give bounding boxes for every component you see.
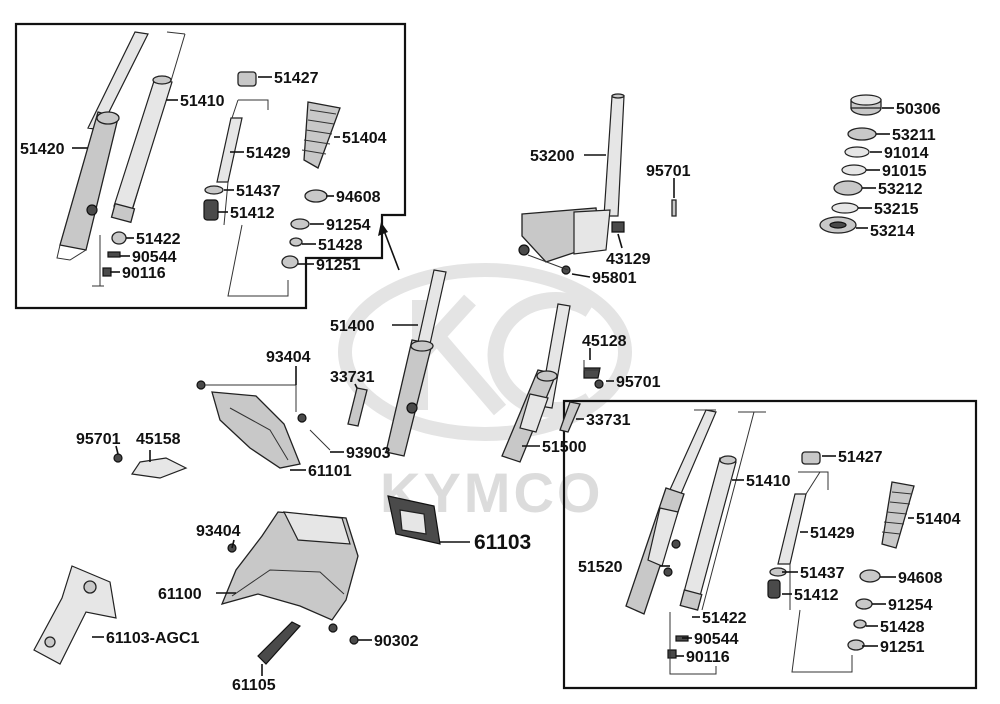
label-91015: 91015 bbox=[882, 163, 927, 180]
label-91251-b: 91251 bbox=[880, 639, 925, 656]
label-45128: 45128 bbox=[582, 333, 627, 350]
detail-arrow bbox=[378, 222, 400, 271]
label-43129: 43129 bbox=[606, 251, 651, 268]
label-53212: 53212 bbox=[878, 181, 923, 198]
label-51437-b: 51437 bbox=[800, 565, 845, 582]
inner-tube-51410-b bbox=[679, 411, 766, 611]
label-93404-b: 93404 bbox=[196, 523, 241, 540]
label-90544: 90544 bbox=[132, 249, 177, 266]
label-51410-b: 51410 bbox=[746, 473, 791, 490]
fork-leg-51500 bbox=[501, 303, 571, 463]
label-61103: 61103 bbox=[474, 531, 531, 554]
label-50306: 50306 bbox=[896, 101, 941, 118]
label-51410: 51410 bbox=[180, 93, 225, 110]
label-51404-b: 51404 bbox=[916, 511, 961, 528]
label-53215: 53215 bbox=[874, 201, 919, 218]
top-box-small-parts bbox=[92, 71, 341, 297]
label-53200: 53200 bbox=[530, 148, 575, 165]
label-91014: 91014 bbox=[884, 145, 929, 162]
label-90544-b: 90544 bbox=[694, 631, 739, 648]
label-53211: 53211 bbox=[892, 127, 936, 144]
label-91251: 91251 bbox=[316, 257, 361, 274]
front-fender-61100 bbox=[220, 511, 359, 645]
label-51429: 51429 bbox=[246, 145, 291, 162]
label-51404: 51404 bbox=[342, 130, 387, 147]
label-95701: 95701 bbox=[646, 163, 691, 180]
label-61100: 61100 bbox=[158, 586, 202, 603]
label-51412: 51412 bbox=[230, 205, 275, 222]
inner-tube-51410 bbox=[110, 31, 186, 224]
bracket-61103 bbox=[387, 495, 441, 545]
label-51422: 51422 bbox=[136, 231, 181, 248]
label-94608-b: 94608 bbox=[898, 570, 943, 587]
label-90116: 90116 bbox=[122, 265, 166, 282]
label-95801: 95801 bbox=[592, 270, 637, 287]
leader-lines bbox=[72, 76, 914, 676]
label-93903: 93903 bbox=[346, 445, 391, 462]
label-91254-b: 91254 bbox=[888, 597, 933, 614]
label-53214: 53214 bbox=[870, 223, 915, 240]
fender-trim-61105 bbox=[257, 621, 301, 665]
part-labels: 51427 51410 51420 51404 51429 51437 9460… bbox=[20, 70, 961, 694]
label-95701-b: 95701 bbox=[616, 374, 661, 391]
mudflap-61103-agc1 bbox=[33, 565, 117, 665]
label-90302: 90302 bbox=[374, 633, 419, 650]
label-61101: 61101 bbox=[308, 463, 352, 480]
label-51429-b: 51429 bbox=[810, 525, 855, 542]
label-51427: 51427 bbox=[274, 70, 319, 87]
label-91254: 91254 bbox=[326, 217, 371, 234]
kymco-watermark-logo: KYMCO bbox=[338, 263, 632, 524]
label-45158: 45158 bbox=[136, 431, 181, 448]
detail-box-bottom-right bbox=[562, 399, 978, 690]
steering-stem-53200 bbox=[518, 93, 677, 275]
fork-leg-51400 bbox=[385, 269, 447, 457]
brake-parts-33731 bbox=[347, 360, 604, 433]
label-51420: 51420 bbox=[20, 141, 65, 158]
inner-fender-61101 bbox=[113, 380, 331, 479]
bottom-box-small-parts bbox=[667, 451, 915, 675]
label-90116-b: 90116 bbox=[686, 649, 730, 666]
label-51412-b: 51412 bbox=[794, 587, 839, 604]
label-61103-agc1: 61103-AGC1 bbox=[106, 630, 199, 647]
label-51427-b: 51427 bbox=[838, 449, 883, 466]
steering-bearing-stack bbox=[819, 94, 882, 234]
label-51520: 51520 bbox=[578, 559, 623, 576]
label-61105: 61105 bbox=[232, 677, 276, 694]
label-51428: 51428 bbox=[318, 237, 363, 254]
label-51500: 51500 bbox=[542, 439, 587, 456]
fork-leg-51520 bbox=[625, 409, 717, 615]
label-94608: 94608 bbox=[336, 189, 381, 206]
fork-leg-51420 bbox=[56, 31, 149, 261]
label-51400: 51400 bbox=[330, 318, 375, 335]
label-33731: 33731 bbox=[330, 369, 375, 386]
label-51422-b: 51422 bbox=[702, 610, 747, 627]
label-93404: 93404 bbox=[266, 349, 311, 366]
detail-box-top-left bbox=[14, 22, 407, 310]
label-51437: 51437 bbox=[236, 183, 281, 200]
label-33731-b: 33731 bbox=[586, 412, 631, 429]
label-95701-c: 95701 bbox=[76, 431, 121, 448]
label-51428-b: 51428 bbox=[880, 619, 925, 636]
